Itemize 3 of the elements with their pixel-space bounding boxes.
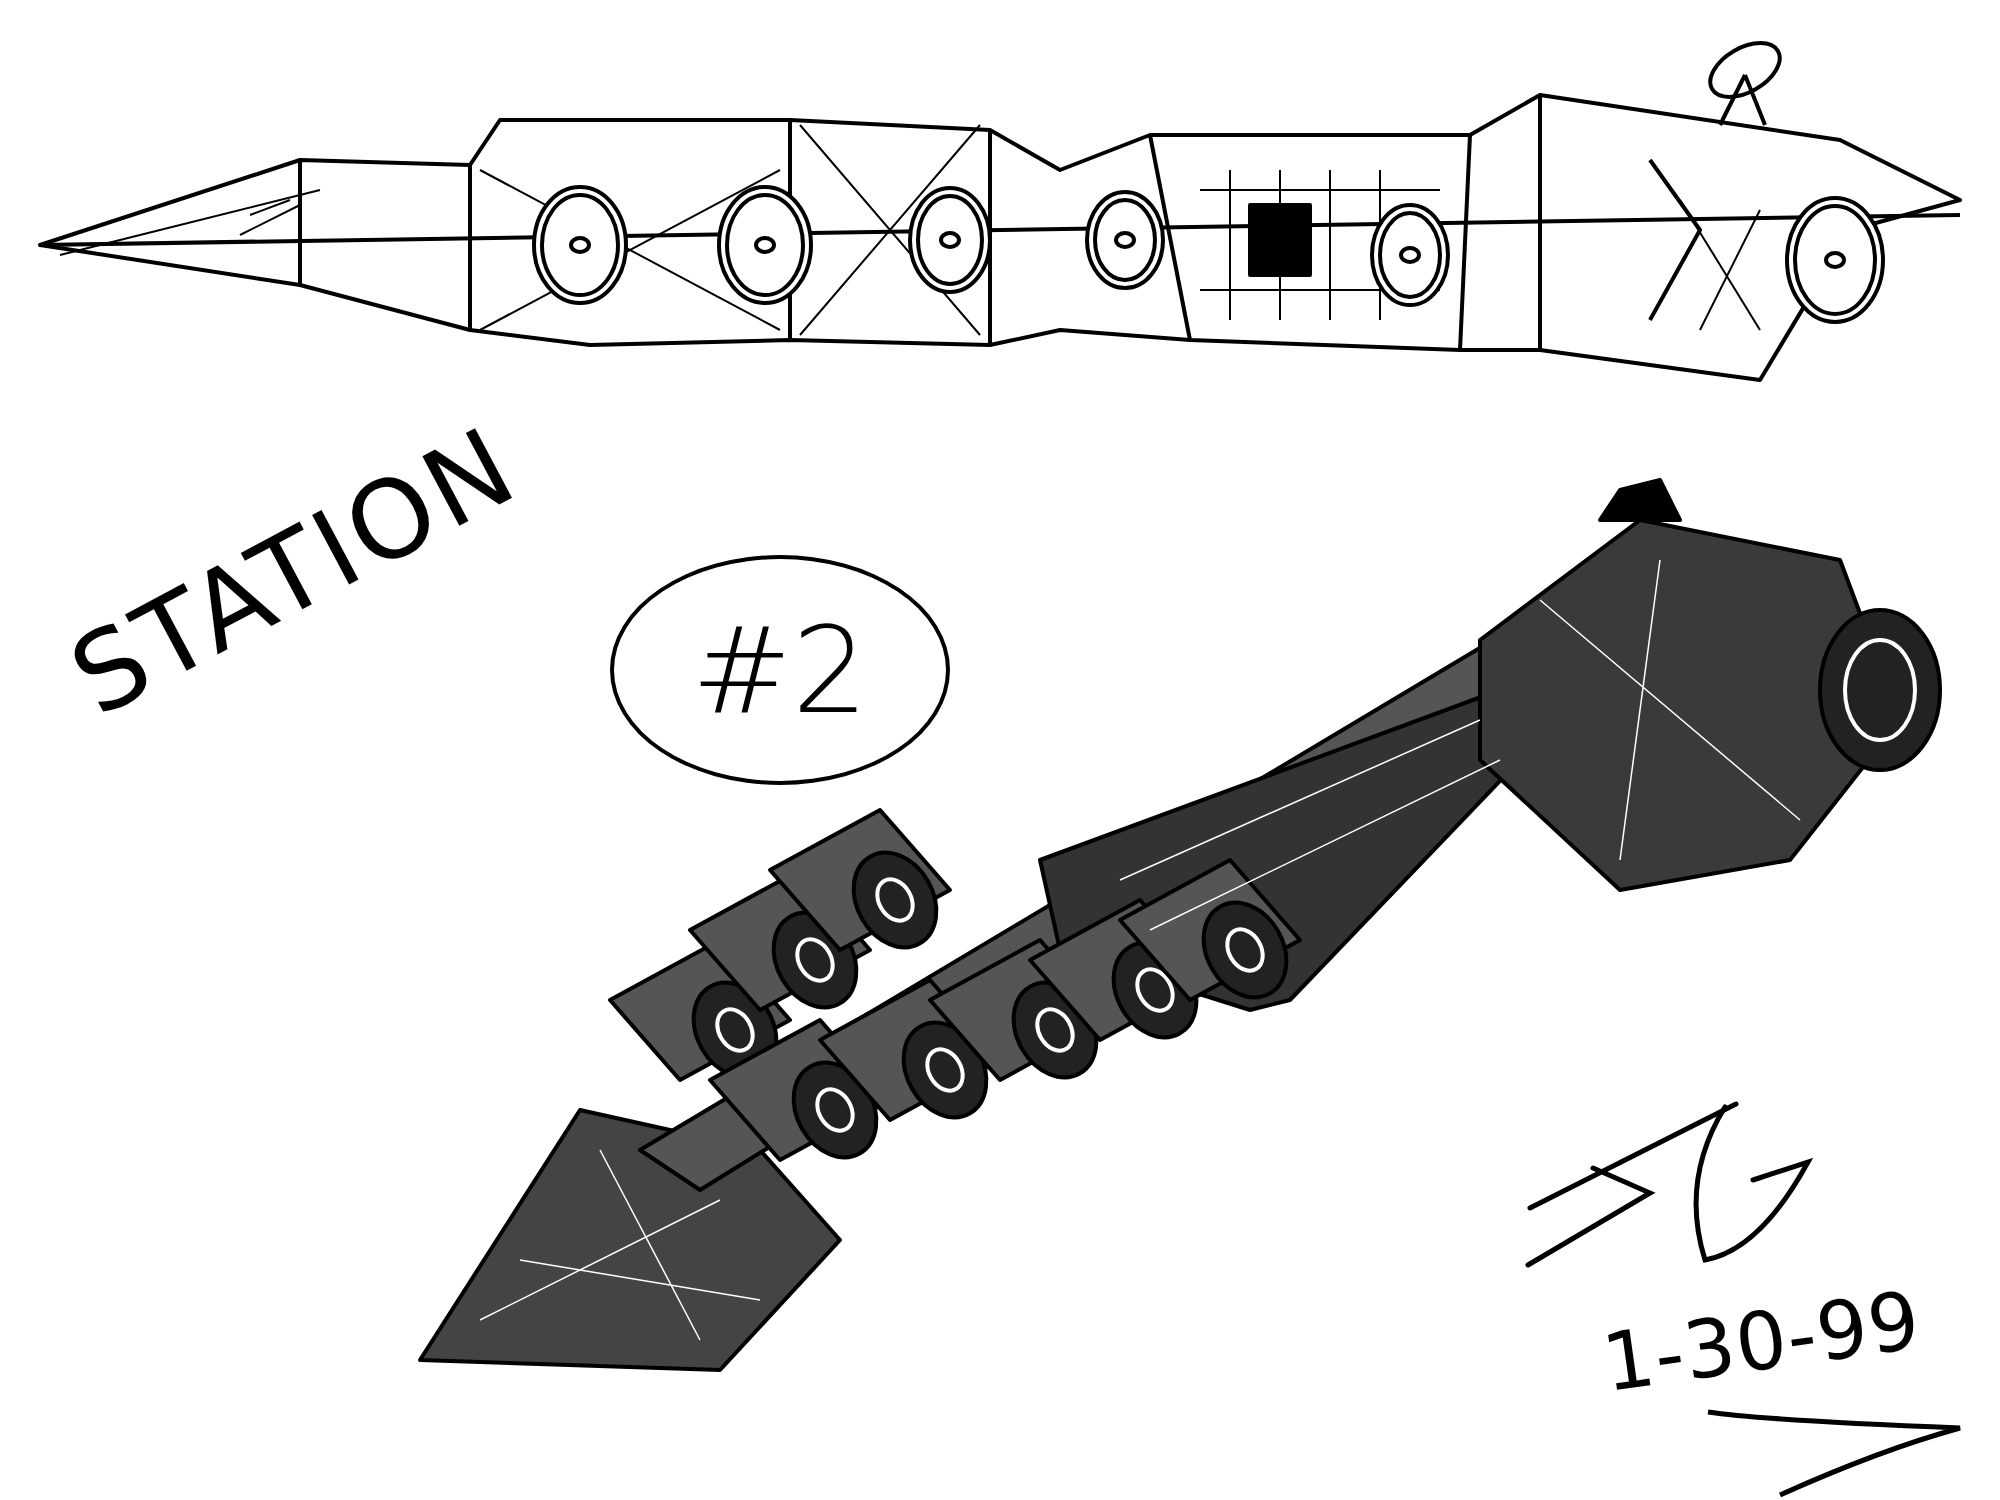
date-text: 1-30-99 [1597, 1273, 1927, 1410]
oval-outline [610, 555, 950, 785]
number-text: #2 [691, 600, 869, 740]
